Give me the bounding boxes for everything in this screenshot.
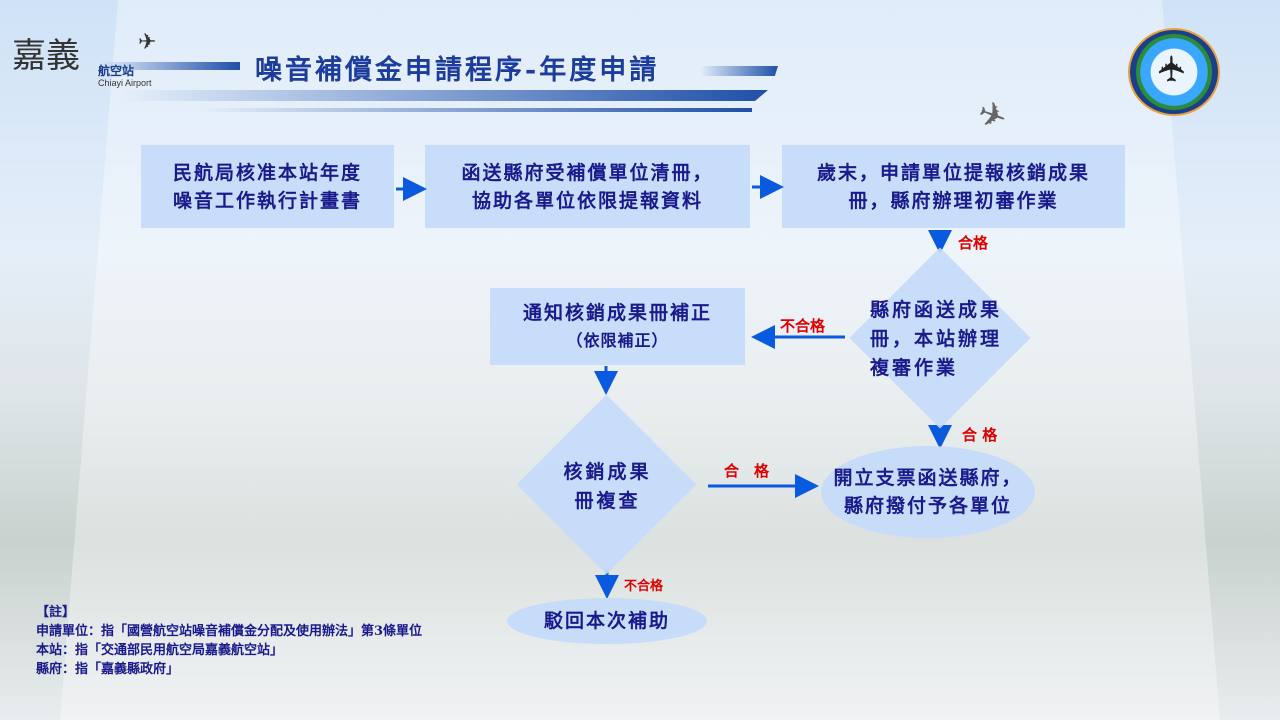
label-fail-2: 不合格	[624, 579, 664, 594]
step-send-list: 函送縣府受補償單位清冊，協助各單位依限提報資料	[425, 145, 750, 228]
label-pass-2: 合 格	[962, 426, 998, 444]
airport-emblem: ✈	[1128, 28, 1220, 116]
page-title: 噪音補償金申請程序-年度申請	[255, 55, 660, 86]
title-bar-right	[700, 66, 778, 76]
label-pass-3: 合 格	[724, 462, 770, 480]
notes: 【註】申請單位：指「國營航空站噪音補償金分配及使用辦法」第3條單位本站：指「交通…	[36, 605, 423, 677]
end-reject: 駁回本次補助	[507, 598, 707, 644]
title-underline-thin	[200, 108, 752, 112]
decision-recheck-text: 核銷成果冊複查	[563, 461, 652, 512]
title-bar-left	[100, 62, 240, 70]
decision-review-text: 縣府函送成果冊，本站辦理複審作業	[870, 299, 1003, 379]
step-approve-plan: 民航局核准本站年度噪音工作執行計畫書	[141, 145, 394, 228]
label-pass-1: 合格	[958, 234, 989, 252]
logo: 嘉義 航空站 Chiayi Airport ✈	[12, 30, 157, 88]
title-underline	[120, 90, 768, 101]
step-submit-results: 歲末，申請單位提報核銷成果冊，縣府辦理初審作業	[782, 145, 1125, 228]
end-issue-check: 開立支票函送縣府，縣府撥付予各單位	[821, 446, 1035, 538]
label-fail-1: 不合格	[780, 317, 826, 335]
airplane-icon: ✈	[138, 30, 157, 55]
step-notify-correction: 通知核銷成果冊補正（依限補正）	[490, 288, 745, 365]
